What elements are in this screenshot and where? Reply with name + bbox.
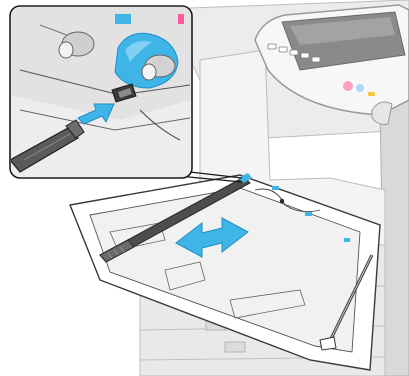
panel-stop-button bbox=[356, 84, 364, 92]
roller-left-cap bbox=[59, 42, 73, 58]
panel-key-5 bbox=[312, 57, 320, 62]
guide-mark-2 bbox=[305, 212, 312, 216]
callout-content bbox=[10, 7, 191, 177]
panel-key-3 bbox=[290, 50, 298, 55]
callout-detail-box bbox=[10, 6, 192, 178]
panel-key-1 bbox=[268, 44, 276, 49]
callout-blue-bit bbox=[115, 14, 131, 24]
roller-right-cap bbox=[142, 64, 156, 80]
panel-key-4 bbox=[301, 53, 309, 58]
drawer-handle bbox=[225, 342, 245, 352]
panel-indicator bbox=[368, 92, 375, 96]
guide-dot bbox=[280, 199, 284, 203]
guide-mark-3 bbox=[344, 238, 350, 242]
panel-key-2 bbox=[279, 47, 287, 52]
callout-pink-bit bbox=[178, 14, 184, 24]
guide-mark-1 bbox=[272, 186, 279, 190]
panel-start-button bbox=[343, 81, 353, 91]
